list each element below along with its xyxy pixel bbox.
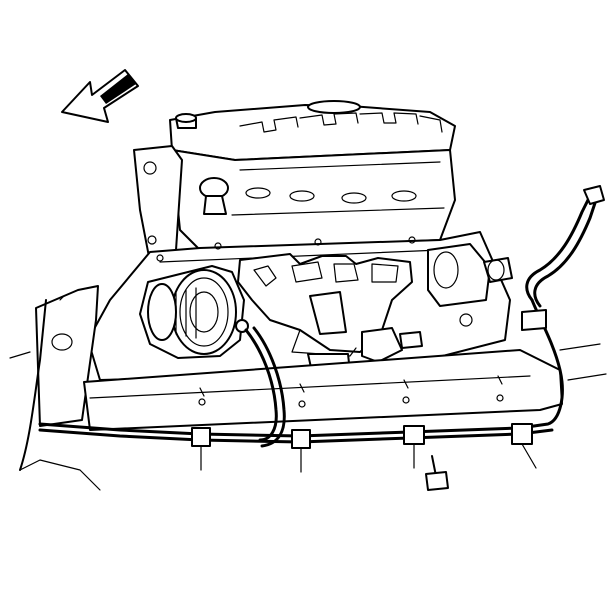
cable-clip-3 [403, 425, 425, 469]
cable-clip-1 [191, 427, 211, 471]
direction-arrow-icon [61, 69, 139, 123]
exhaust-manifold [237, 253, 423, 373]
ac-compressor [139, 265, 249, 359]
chassis-lines [9, 343, 607, 491]
bolt-icon [425, 455, 449, 491]
thermostat-housing [427, 243, 513, 327]
cable-clip-5 [521, 309, 547, 331]
oil-filler-cap [307, 100, 361, 114]
mounting-bracket [35, 285, 99, 427]
cable-clip-4 [511, 423, 537, 469]
cable-clip-2 [291, 429, 311, 473]
